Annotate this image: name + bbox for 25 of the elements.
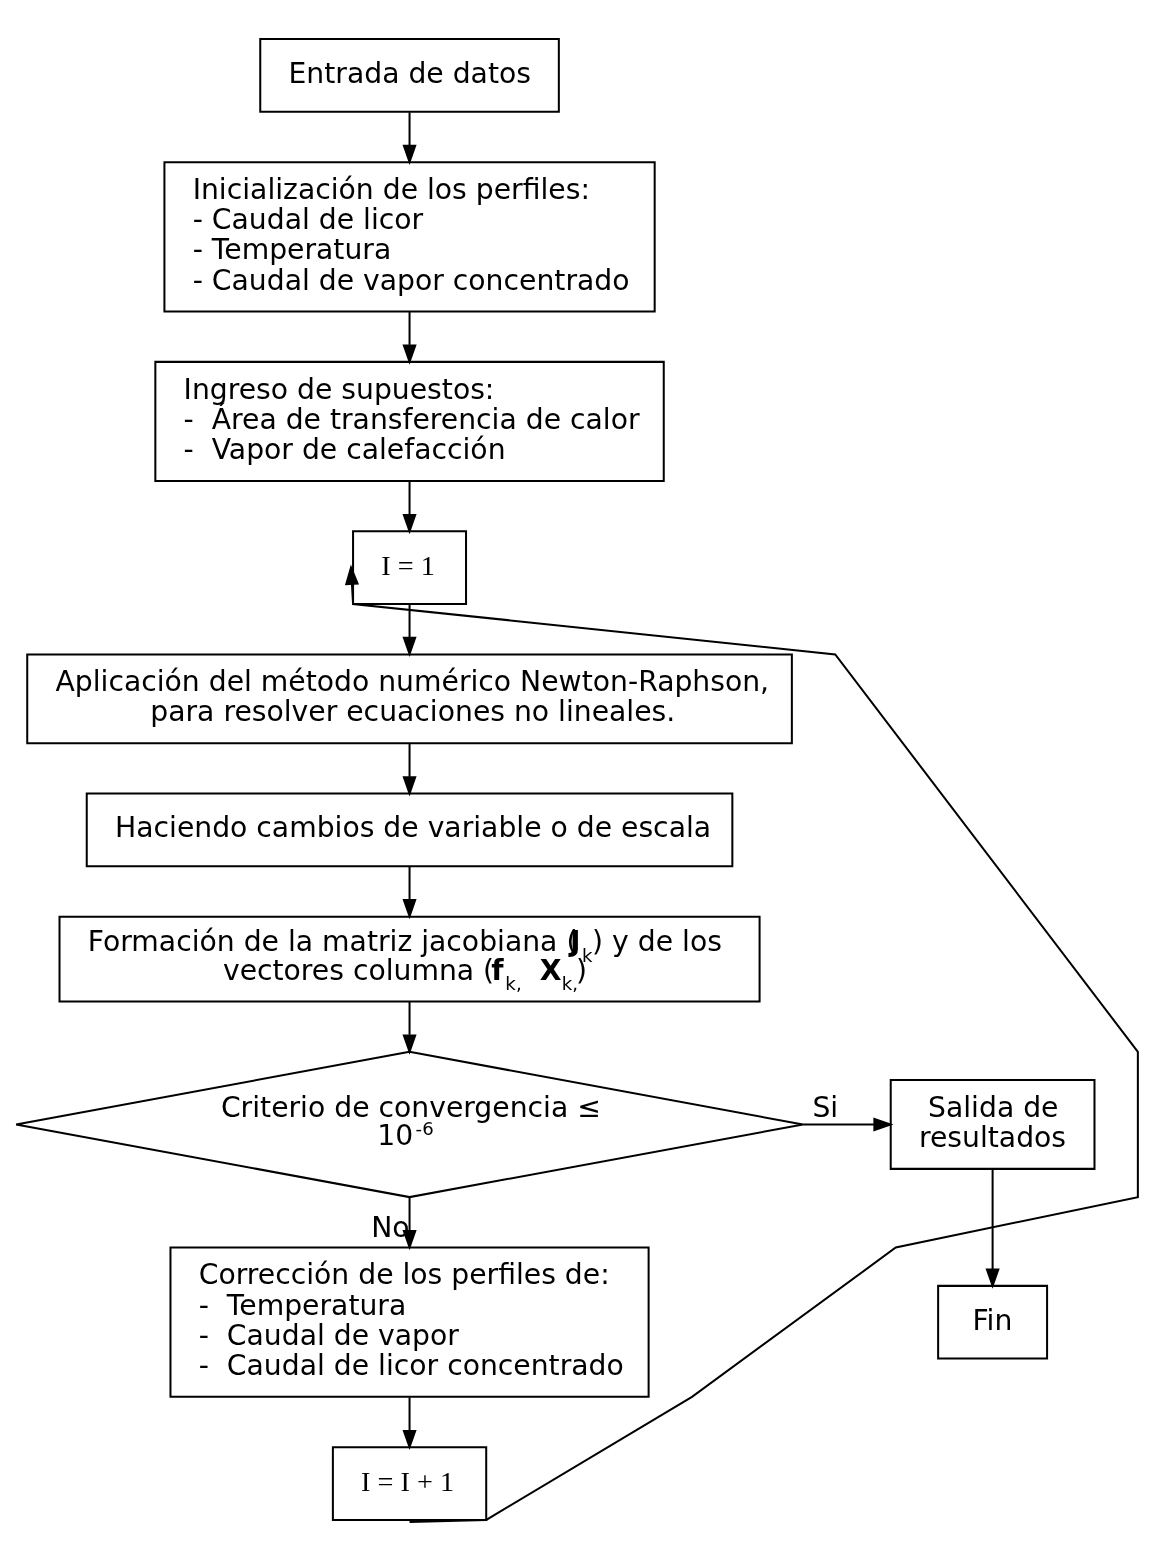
node-box: Haciendo cambios de variable o de escala [85, 792, 734, 867]
arrow [402, 480, 417, 534]
node-diamond: Criterio de convergencia ≤ 10$^{-6}$ [15, 1050, 804, 1198]
node-box: Aplicación del método numérico Newton-Raphson, para resolver ecuaciones no lineales. [26, 652, 793, 744]
arrow [402, 1197, 417, 1250]
arrow [402, 111, 417, 165]
arrow [344, 564, 1139, 1523]
node-box: Entrada de datos [259, 37, 560, 113]
node-box: Corrección de los perfiles de: - Temperatura - Caudal de vapor - Caudal de licor concentrado [169, 1246, 650, 1398]
arrow [402, 1396, 417, 1450]
arrow [402, 866, 417, 919]
node-box: I = 1 [352, 529, 468, 605]
arrow [402, 311, 417, 365]
node-box: I = I + 1 [331, 1445, 488, 1521]
arrow [402, 743, 417, 796]
node-box: Salida de resultados [889, 1078, 1096, 1170]
edge-label: No [371, 1210, 410, 1244]
arrow [402, 603, 417, 657]
node-box: Inicialización de los perfiles: - Caudal de licor - Temperatura - Caudal de vapor concentrado [163, 160, 656, 312]
arrow [402, 1001, 417, 1055]
node-box: Fin [937, 1284, 1049, 1359]
node-box: Ingreso de supuestos: - Área de transferencia de calor - Vapor de calefacción [154, 360, 665, 482]
edge-label: Si [812, 1090, 839, 1124]
arrow [985, 1169, 1000, 1289]
arrow [803, 1116, 894, 1132]
